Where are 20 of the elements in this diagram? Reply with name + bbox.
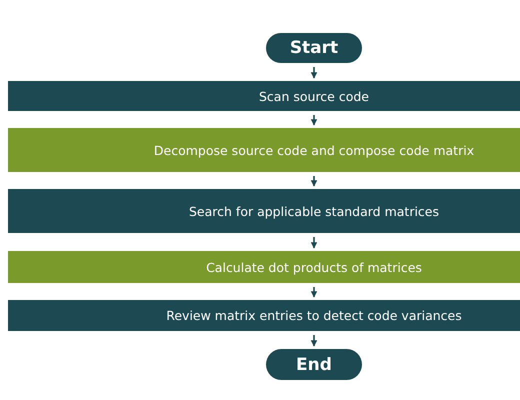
- terminal-pill: [266, 33, 362, 63]
- node-label: Scan source code: [259, 88, 369, 104]
- node-label: Calculate dot products of matrices: [206, 260, 422, 274]
- arrow: [310, 67, 318, 79]
- arrow: [310, 176, 318, 187]
- node-label: Search for applicable standard matrices: [189, 204, 439, 218]
- process-bar: [8, 251, 520, 283]
- process-bar: [8, 189, 520, 233]
- node-label: End: [296, 354, 332, 374]
- arrow: [310, 115, 318, 126]
- arrow: [310, 287, 318, 298]
- node-label: Start: [290, 38, 338, 58]
- arrow: [310, 237, 318, 249]
- node-label: Review matrix entries to detect code variances: [166, 308, 462, 323]
- process-bar: [8, 128, 520, 172]
- arrow: [310, 335, 318, 347]
- process-bar: [8, 300, 520, 331]
- process-bar: [8, 81, 520, 111]
- terminal-pill: [266, 349, 362, 380]
- node-label: Decompose source code and compose code matrix: [154, 142, 474, 158]
